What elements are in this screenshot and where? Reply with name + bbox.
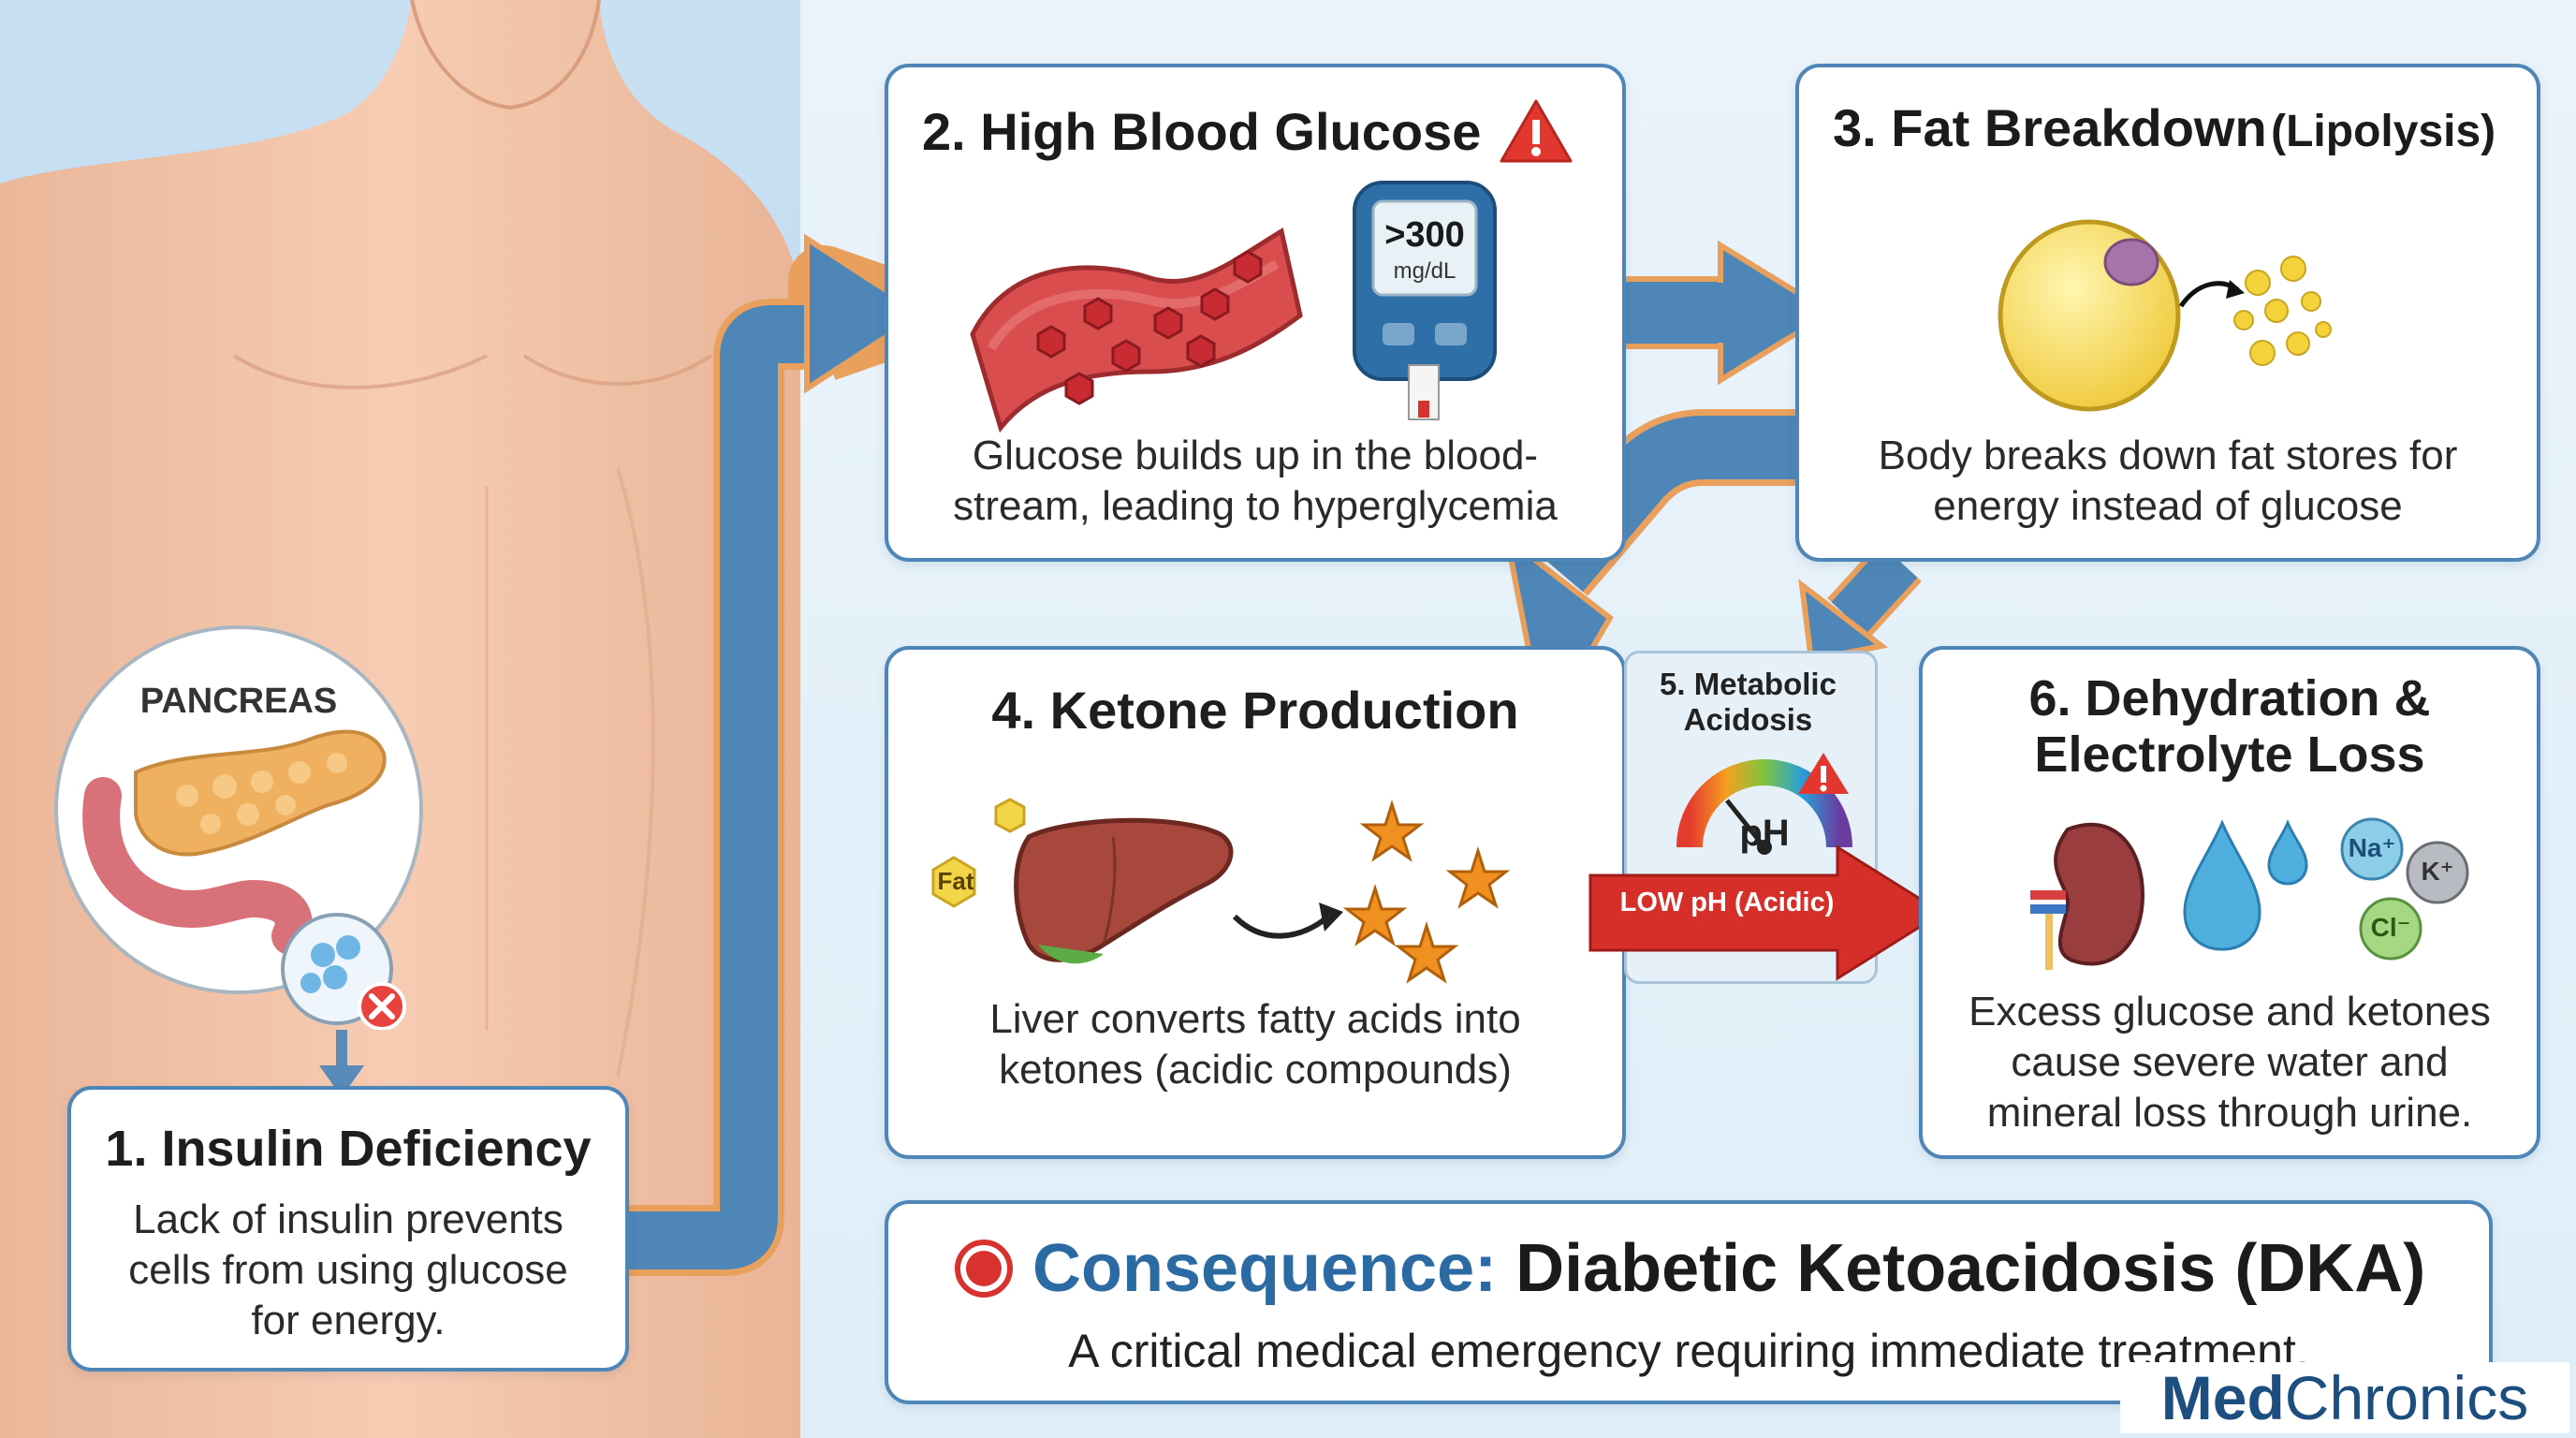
- step4-card: 4. Ketone Production Fat Liver converts …: [885, 646, 1626, 1159]
- brand-part2: Chronics: [2284, 1363, 2529, 1432]
- step6-card: 6. Dehydration & Electrolyte Loss Na⁺ K⁺…: [1919, 646, 2540, 1159]
- consequence-description: A critical medical emergency requiring i…: [1068, 1325, 2309, 1377]
- brand-part1: Med: [2160, 1363, 2285, 1432]
- pancreas-label: PANCREAS: [139, 682, 338, 721]
- step4-description: Liver converts fatty acids into ketones …: [989, 996, 1521, 1093]
- step6-description: Excess glucose and ketones cause severe …: [1969, 989, 2491, 1136]
- step1-description: Lack of insulin prevents cells from usin…: [128, 1196, 568, 1343]
- step6-title: 6. Dehydration & Electrolyte Loss: [2028, 670, 2431, 783]
- water-drop-icon: [2183, 819, 2308, 951]
- step2-title: 2. High Blood Glucose: [922, 101, 1482, 161]
- sodium-label: Na⁺: [2348, 833, 2396, 862]
- body-illustration: [0, 0, 800, 1438]
- step2-card: 2. High Blood Glucose >300 mg/dL Glucose…: [885, 64, 1626, 562]
- pancreas-circle: [54, 625, 423, 1030]
- fat-label: Fat: [937, 867, 974, 895]
- low-ph-label: LOW pH (Acidic): [1619, 888, 1835, 917]
- down-arrow-icon: [319, 1030, 364, 1097]
- consequence-label: Consequence:: [1032, 1231, 1498, 1306]
- step2-description: Glucose builds up in the blood-stream, l…: [953, 433, 1558, 529]
- electrolyte-icons: [2340, 817, 2469, 961]
- warning-icon: [1500, 99, 1573, 163]
- kidney-icon: [2030, 822, 2145, 970]
- consequence-title: Diabetic Ketoacidosis (DKA): [1515, 1231, 2426, 1306]
- step3-card: 3. Fat Breakdown (Lipolysis) Body breaks…: [1795, 64, 2540, 562]
- step3-title-row: 3. Fat Breakdown (Lipolysis): [1833, 97, 2518, 158]
- potassium-label: K⁺: [2421, 857, 2454, 886]
- fat-cell-icon: [1998, 219, 2332, 412]
- ph-label: pH: [1739, 813, 1790, 854]
- alert-dot-icon: [955, 1240, 1013, 1298]
- step3-description: Body breaks down fat stores for energy i…: [1878, 433, 2458, 529]
- insulin-blocked-icon: [281, 913, 406, 1030]
- low-ph-arrow: [1588, 844, 1945, 981]
- chloride-label: Cl⁻: [2370, 913, 2411, 942]
- pancreas-icon: [82, 729, 387, 955]
- step3-title: 3. Fat Breakdown: [1833, 98, 2267, 157]
- brand-logo: Med Chronics: [2120, 1362, 2569, 1433]
- meter-unit: mg/dL: [1393, 258, 1456, 284]
- step4-title: 4. Ketone Production: [991, 681, 1519, 740]
- step5-title: 5. Metabolic Acidosis: [1660, 667, 1837, 737]
- ketone-icon: [1232, 800, 1511, 984]
- step1-card: 1. Insulin Deficiency Lack of insulin pr…: [67, 1086, 629, 1372]
- step1-title: 1. Insulin Deficiency: [105, 1121, 592, 1177]
- meter-value: >300: [1384, 215, 1465, 255]
- step2-title-row: 2. High Blood Glucose: [922, 97, 1574, 165]
- glucose-meter-icon: [1353, 181, 1497, 420]
- blood-vessel-icon: [970, 227, 1303, 433]
- consequence-title-row: Consequence: Diabetic Ketoacidosis (DKA): [954, 1230, 2425, 1307]
- liver-icon: [931, 798, 1234, 964]
- ph-gauge-icon: [1676, 753, 1852, 855]
- step3-title-suffix: (Lipolysis): [2271, 107, 2496, 156]
